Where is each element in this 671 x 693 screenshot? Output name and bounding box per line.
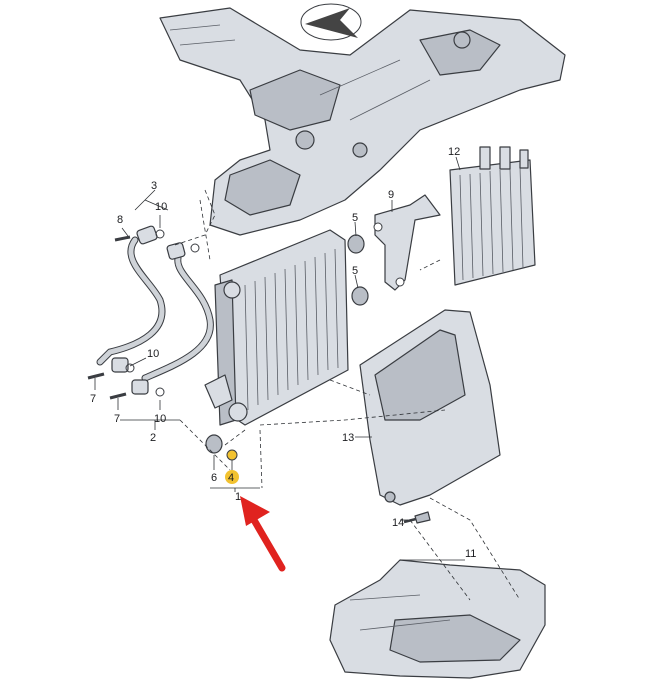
callout-7a: 7 — [90, 393, 96, 405]
callout-1: 1 — [235, 491, 241, 503]
pointer-arrow-icon — [240, 496, 286, 572]
callout-4-highlight — [225, 470, 239, 484]
subframe — [159, 7, 566, 236]
callout-14: 14 — [392, 517, 404, 529]
main-cooler — [204, 229, 349, 426]
coolant-hoses — [87, 225, 214, 400]
callout-6: 6 — [211, 472, 217, 484]
callout-11: 11 — [465, 548, 476, 560]
callout-12: 12 — [448, 146, 460, 158]
leader-lines — [94, 156, 521, 601]
callout-3: 3 — [151, 180, 157, 192]
air-duct — [359, 309, 501, 506]
callout-4: 4 — [228, 472, 234, 484]
callout-5a: 5 — [352, 212, 358, 224]
bracket — [373, 194, 441, 291]
callout-2: 2 — [150, 432, 156, 444]
auxiliary-cooler — [449, 146, 536, 286]
callout-10b: 10 — [147, 348, 159, 360]
callout-8: 8 — [117, 214, 123, 226]
callout-5b: 5 — [352, 265, 358, 277]
callout-labels: 1 2 3 4 5 5 6 7 7 8 9 10 10 10 11 12 13 … — [90, 146, 476, 560]
callout-9: 9 — [388, 189, 394, 201]
callout-10a: 10 — [155, 201, 167, 213]
callout-13: 13 — [342, 432, 354, 444]
callout-7b: 7 — [114, 413, 120, 425]
lower-shroud — [329, 559, 546, 679]
callout-10c: 10 — [154, 413, 166, 425]
compass-icon — [300, 3, 362, 41]
